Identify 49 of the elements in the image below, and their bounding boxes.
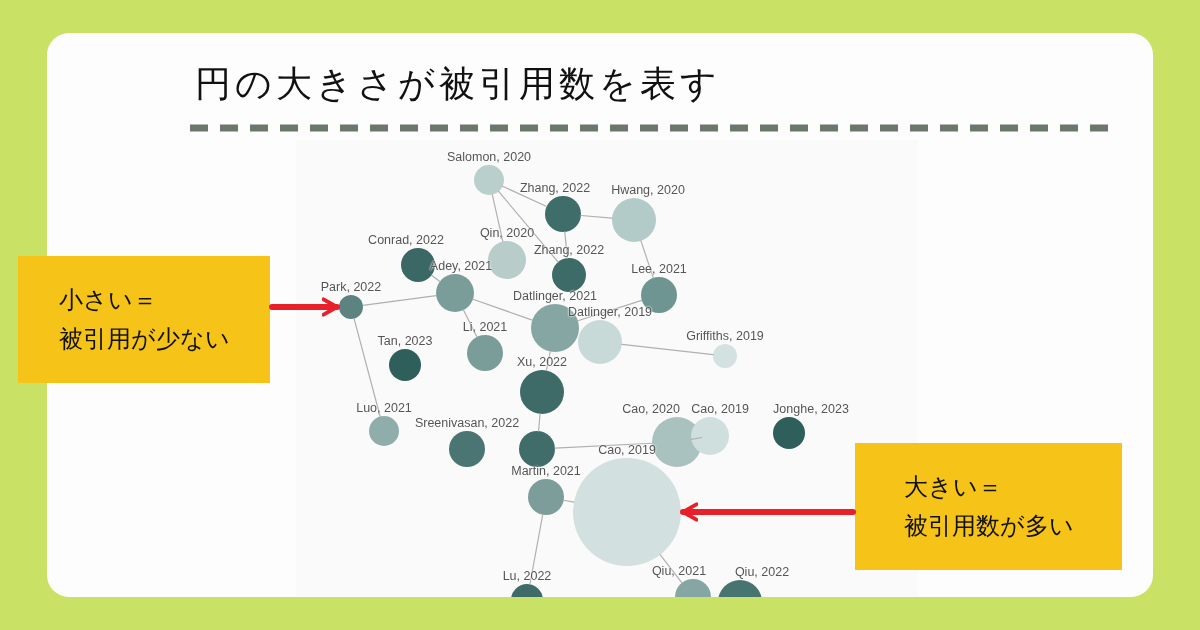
node-label: Conrad, 2022 [368,233,444,247]
node-label: Martin, 2021 [511,464,581,478]
node-label: Lee, 2021 [631,262,687,276]
node-label: Park, 2022 [320,280,382,294]
callout-text: 小さい＝ 被引用が少ない [58,285,230,355]
connector-line [554,442,653,449]
connector-line [580,214,613,219]
node-label: Cao, 2020 [622,402,680,416]
node-label: Salomon, 2020 [446,150,532,164]
connector-line [529,514,544,585]
node-label: Qiu, 2022 [734,565,790,579]
title: 円の大きさが被引用数を表す [195,62,721,106]
connector-line [659,554,683,584]
node-label: Zhang, 2022 [533,243,605,257]
connector-line [498,190,559,263]
node-label: Qiu, 2021 [651,564,707,578]
node-label: Tan, 2023 [377,334,433,348]
connector-line [502,185,548,208]
node-label: Luo, 2021 [356,401,412,415]
arrow [269,297,340,317]
connector-line [545,350,551,372]
node-label: Sreenivasan, 2022 [414,416,520,430]
callout-text: 大きい＝ 被引用数が多い [903,472,1074,542]
node-label: Li, 2021 [462,320,508,334]
node-label: Griffiths, 2019 [686,329,764,343]
node-label: Lu, 2022 [502,569,552,583]
paper-circle [519,431,555,467]
connector-line [690,436,703,440]
callout-box [18,256,270,383]
node-label: Hwang, 2020 [611,183,685,197]
node-label: Datlinger, 2021 [512,289,598,303]
node-label: Cao, 2019 [691,402,749,416]
connector-line [472,298,533,321]
connector-line [362,294,437,306]
connector-line [563,499,575,503]
node-label: Jonghe, 2023 [773,402,849,416]
node-label: Qin, 2020 [479,226,535,240]
connector-line [430,274,441,283]
node-label: Zhang, 2022 [519,181,591,195]
arrow [680,502,856,522]
connector-line [537,413,541,432]
node-label: Xu, 2022 [517,355,567,369]
connector-line [462,309,478,338]
connector-line [491,194,504,243]
node-label: Cao, 2019 [598,443,656,457]
connector-line [640,240,654,279]
callout-box [855,443,1122,570]
connector-line [353,318,381,418]
connector-line [621,343,714,356]
